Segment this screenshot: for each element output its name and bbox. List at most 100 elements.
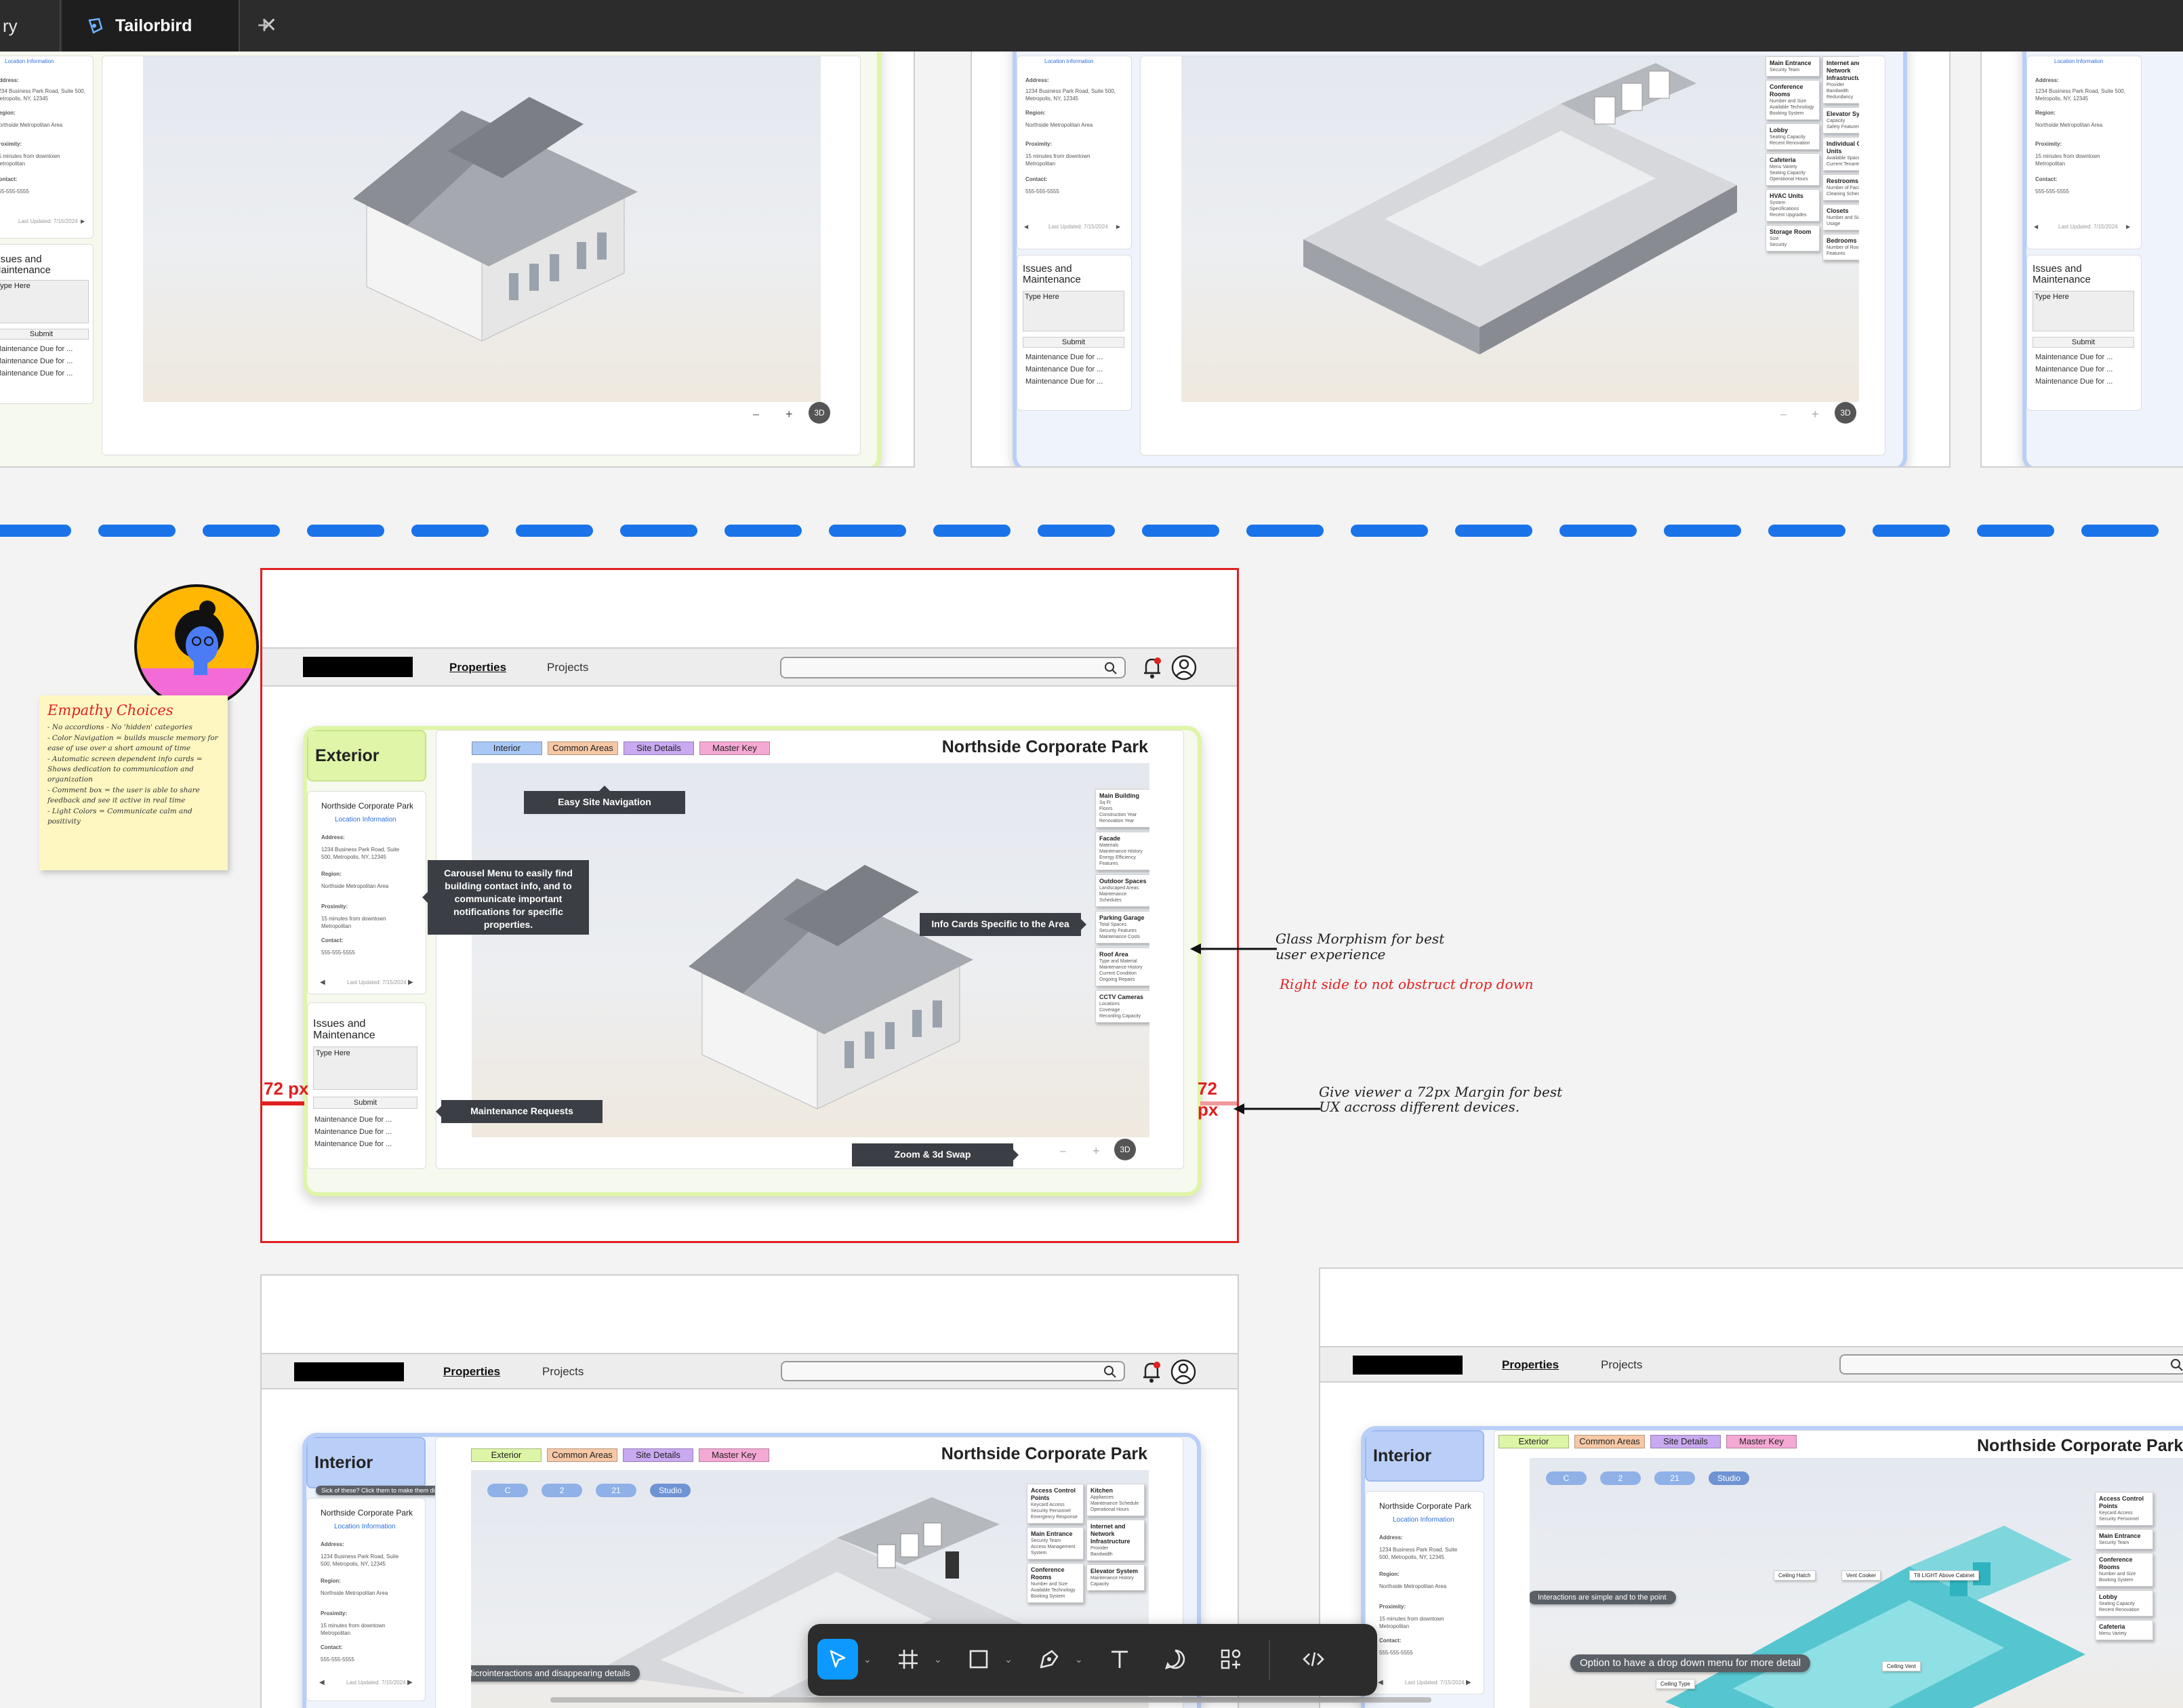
- location-link[interactable]: Location Information: [334, 1523, 396, 1530]
- location-link[interactable]: Location Information: [1393, 1516, 1454, 1524]
- sticky-note-empathy[interactable]: Empathy Choices - No accordions - No 'hi…: [39, 695, 228, 870]
- 3d-swap-icon[interactable]: 3D: [809, 402, 830, 424]
- maintenance-item[interactable]: Maintenance Due for ...: [0, 345, 73, 353]
- maintenance-item[interactable]: Maintenance Due for ...: [1025, 353, 1103, 361]
- hotspot-ceiling-type[interactable]: Ceiling Type: [1656, 1679, 1695, 1689]
- frame-tool[interactable]: [888, 1639, 929, 1680]
- carousel-prev-icon[interactable]: ◀: [1378, 1679, 1383, 1686]
- tab-previous[interactable]: ry: [0, 0, 61, 52]
- zoom-in-button[interactable]: +: [1812, 407, 1819, 421]
- 3d-swap-icon[interactable]: 3D: [1114, 1139, 1136, 1160]
- unit-pill[interactable]: C: [487, 1484, 528, 1497]
- actions-tool[interactable]: [1210, 1639, 1251, 1680]
- zoom-out-button[interactable]: –: [1780, 409, 1787, 420]
- maintenance-item[interactable]: Maintenance Due for ...: [2035, 365, 2113, 373]
- nav-properties[interactable]: Properties: [1502, 1358, 1559, 1371]
- nav-properties[interactable]: Properties: [449, 661, 507, 674]
- maintenance-item[interactable]: Maintenance Due for ...: [314, 1116, 392, 1124]
- chip-common-areas[interactable]: Common Areas: [547, 1448, 617, 1462]
- maintenance-item[interactable]: Maintenance Due for ...: [314, 1140, 392, 1148]
- maintenance-item[interactable]: Maintenance Due for ...: [0, 357, 73, 365]
- user-avatar-icon[interactable]: [1170, 654, 1198, 681]
- carousel-next-icon[interactable]: ▶: [2126, 224, 2131, 230]
- chevron-down-icon[interactable]: ⌄: [863, 1654, 872, 1665]
- submit-button[interactable]: Submit: [0, 329, 89, 340]
- issue-textarea[interactable]: Type Here: [2033, 291, 2134, 331]
- canvas-scrollbar[interactable]: [550, 1697, 1431, 1703]
- maintenance-item[interactable]: Maintenance Due for ...: [2035, 353, 2113, 361]
- chip-exterior[interactable]: Exterior: [1498, 1435, 1569, 1448]
- comment-tool[interactable]: [1155, 1639, 1196, 1680]
- unit-pill[interactable]: 21: [596, 1484, 636, 1497]
- notification-bell-icon[interactable]: [1141, 655, 1164, 680]
- zoom-in-button[interactable]: +: [1093, 1144, 1100, 1158]
- unit-pill[interactable]: 2: [1600, 1471, 1641, 1485]
- carousel-prev-icon[interactable]: ◀: [2034, 224, 2039, 230]
- search-input[interactable]: [781, 1361, 1125, 1381]
- issue-textarea[interactable]: Type Here: [0, 280, 89, 323]
- chip-master-key[interactable]: Master Key: [699, 1448, 769, 1462]
- chevron-down-icon[interactable]: ⌄: [1075, 1654, 1083, 1665]
- hotspot-vent-cooker[interactable]: Vent Cooker: [1841, 1570, 1881, 1581]
- hotspot-ceiling-vent[interactable]: Ceiling Vent: [1882, 1661, 1921, 1671]
- add-tab-icon[interactable]: +: [257, 11, 272, 39]
- carousel-next-icon[interactable]: ▶: [408, 979, 413, 986]
- maintenance-item[interactable]: Maintenance Due for ...: [1025, 378, 1103, 386]
- unit-pill[interactable]: C: [1546, 1471, 1587, 1485]
- search-input[interactable]: [780, 657, 1126, 678]
- search-icon[interactable]: [1104, 662, 1118, 675]
- maintenance-item[interactable]: Maintenance Due for ...: [2035, 378, 2113, 386]
- issue-textarea[interactable]: Type Here: [313, 1046, 417, 1090]
- zoom-out-button[interactable]: –: [753, 409, 759, 420]
- chevron-down-icon[interactable]: ⌄: [1004, 1654, 1013, 1665]
- dev-mode-toggle[interactable]: [1293, 1639, 1334, 1680]
- chip-common-areas[interactable]: Common Areas: [548, 741, 618, 755]
- chip-site-details[interactable]: Site Details: [1650, 1435, 1721, 1448]
- nav-projects[interactable]: Projects: [542, 1365, 584, 1378]
- nav-properties[interactable]: Properties: [443, 1365, 501, 1378]
- search-input[interactable]: [1839, 1354, 2183, 1375]
- carousel-prev-icon[interactable]: ◀: [1024, 224, 1029, 230]
- unit-pill[interactable]: Studio: [1709, 1471, 1749, 1485]
- submit-button[interactable]: Submit: [313, 1097, 417, 1109]
- location-link[interactable]: Location Information: [2054, 58, 2104, 64]
- chip-exterior[interactable]: Exterior: [471, 1448, 542, 1462]
- submit-button[interactable]: Submit: [1023, 337, 1124, 348]
- search-icon[interactable]: [2170, 1358, 2183, 1372]
- maintenance-item[interactable]: Maintenance Due for ...: [1025, 365, 1103, 373]
- user-avatar-icon[interactable]: [1170, 1358, 1197, 1385]
- notification-bell-icon[interactable]: [1140, 1360, 1163, 1384]
- carousel-next-icon[interactable]: ▶: [81, 218, 85, 224]
- carousel-prev-icon[interactable]: ◀: [320, 979, 325, 986]
- text-tool[interactable]: [1099, 1639, 1140, 1680]
- chip-common-areas[interactable]: Common Areas: [1574, 1435, 1645, 1448]
- location-link[interactable]: Location Information: [335, 816, 396, 824]
- search-icon[interactable]: [1103, 1365, 1117, 1379]
- chip-site-details[interactable]: Site Details: [623, 1448, 693, 1462]
- close-icon[interactable]: ✕: [260, 14, 278, 37]
- chip-interior[interactable]: Interior: [472, 741, 542, 755]
- maintenance-item[interactable]: Maintenance Due for ...: [314, 1128, 392, 1136]
